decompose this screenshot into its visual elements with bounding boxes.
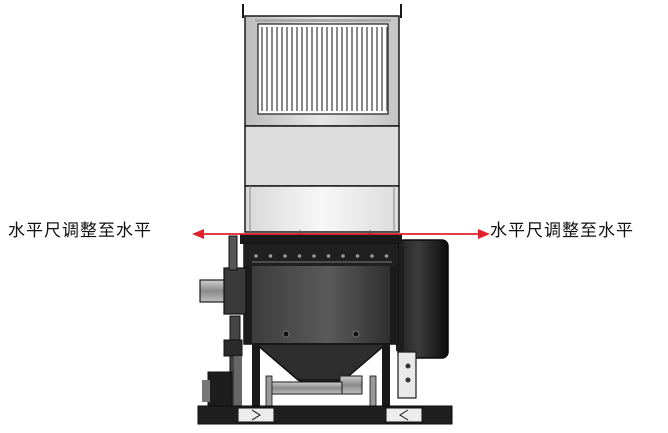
body-bolt [341,254,345,258]
body-bolt [312,254,316,258]
middle-hopper [244,125,400,236]
motor [396,239,449,399]
body-bolt [254,254,258,258]
body-bolt [384,254,389,258]
level-instruction-left: 水平尺调整至水平 [8,221,152,241]
discharge-hopper [253,343,389,395]
left-drive-assembly [199,235,247,409]
body-bolt [370,254,374,258]
upper-hopper [244,15,400,127]
base-frame [197,405,453,425]
body-bolts [254,254,389,258]
body-bolt [297,254,302,258]
level-instruction-right: 水平尺调整至水平 [490,221,634,241]
body-bolt [355,254,360,258]
body-bolt [268,254,273,258]
body-bolt [326,254,331,258]
hopper-grille [261,27,388,111]
body-bolt [283,254,287,258]
top-lifting-hooks [242,4,402,18]
crusher-body [240,234,402,345]
level-arrow [192,229,490,239]
